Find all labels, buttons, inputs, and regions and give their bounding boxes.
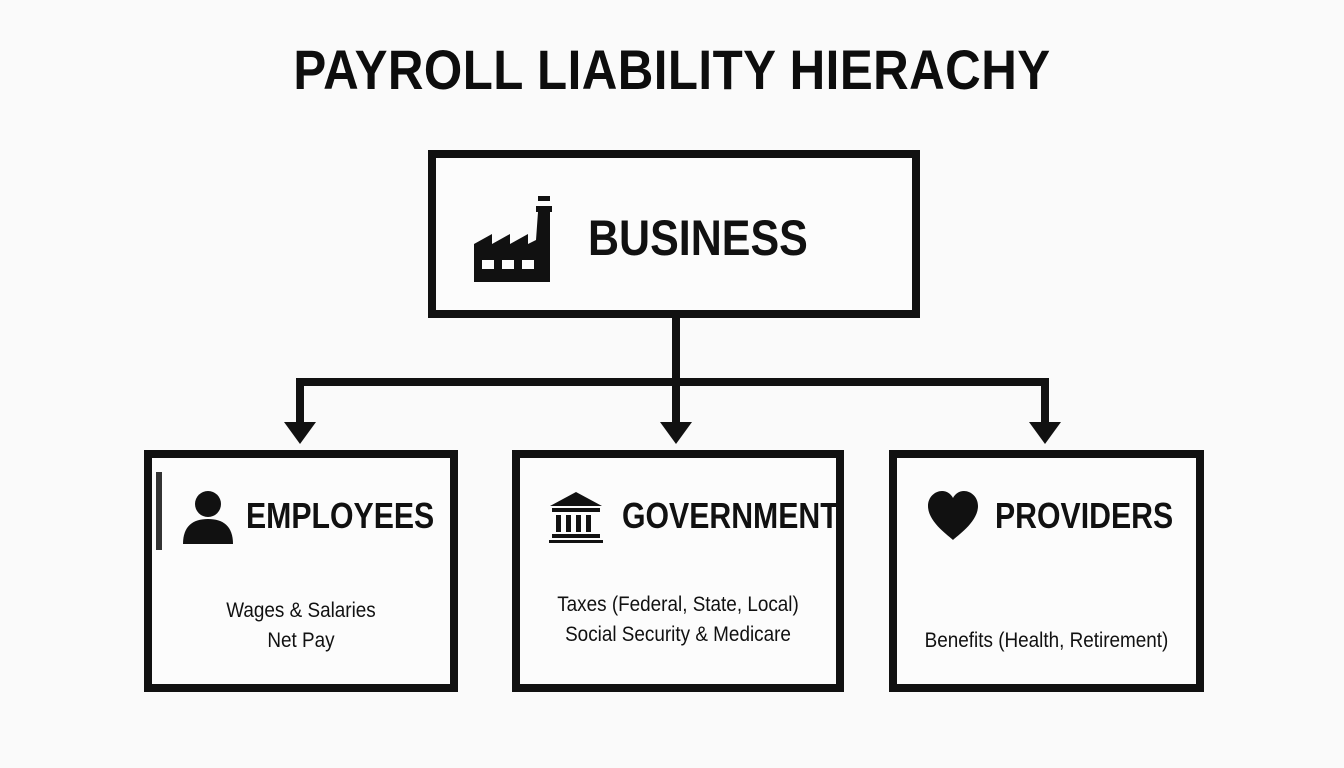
person-icon	[183, 491, 233, 544]
government-line-1: Taxes (Federal, State, Local)	[557, 593, 799, 616]
government-description: Taxes (Federal, State, Local) Social Sec…	[520, 590, 836, 650]
business-label: BUSINESS	[588, 210, 808, 266]
providers-label: PROVIDERS	[995, 495, 1174, 536]
government-label: GOVERNMENT	[622, 495, 839, 536]
providers-line-1: Benefits (Health, Retirement)	[924, 629, 1169, 652]
government-node: GOVERNMENT Taxes (Federal, State, Local)…	[512, 450, 844, 692]
employees-description: Wages & Salaries Net Pay	[152, 596, 450, 656]
providers-description: Benefits (Health, Retirement)	[897, 626, 1196, 656]
employees-node: EMPLOYEES Wages & Salaries Net Pay	[144, 450, 458, 692]
employees-label: EMPLOYEES	[246, 495, 435, 536]
government-line-2: Social Security & Medicare	[565, 623, 791, 646]
arrowhead-providers	[1029, 422, 1061, 444]
arrowhead-government	[660, 422, 692, 444]
edge-mark	[156, 472, 162, 550]
employees-line-2: Net Pay	[267, 629, 335, 652]
providers-node: PROVIDERS Benefits (Health, Retirement)	[889, 450, 1204, 692]
diagram-title: PAYROLL LIABILITY HIERACHY	[293, 38, 1051, 101]
business-node: BUSINESS	[428, 150, 920, 318]
heart-icon	[928, 491, 978, 540]
arrowhead-employees	[284, 422, 316, 444]
factory-icon	[474, 196, 552, 282]
government-building-icon	[549, 492, 603, 543]
employees-line-1: Wages & Salaries	[226, 599, 376, 622]
